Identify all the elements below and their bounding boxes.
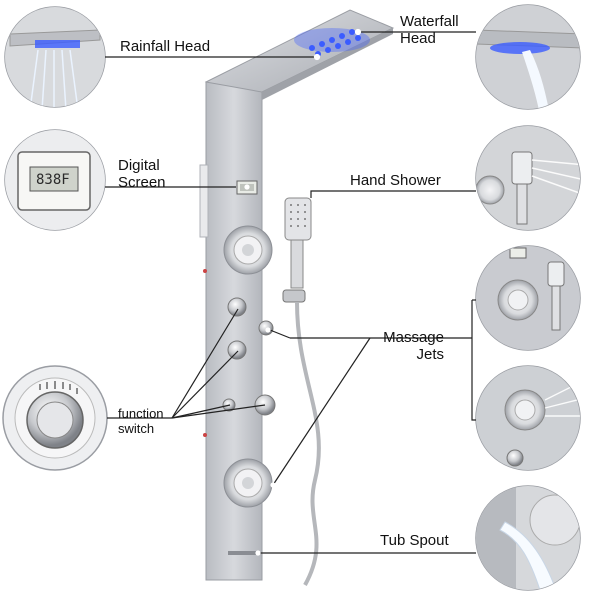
rainfall-led-array [294,28,370,57]
label-rainfall-head: Rainfall Head [120,38,211,55]
function-switch-detail [2,365,108,471]
hand-shower-detail [475,125,581,231]
leader-lines [105,28,476,556]
massage-jet-detail-2 [475,365,581,471]
rainfall-detail [4,6,106,108]
digital-screen-detail [4,129,106,231]
label-hand-shower: Hand Shower [350,172,441,189]
hand-shower-assembly [282,197,321,586]
shower-panel [199,9,395,581]
tub-spout-detail [475,485,581,591]
label-waterfall-head: Waterfall Head [400,13,459,47]
waterfall-detail [475,4,581,110]
massage-jet-detail-1 [475,245,581,351]
label-function-switch: function switch [118,406,164,436]
label-digital-screen: Digital Screen [118,157,166,191]
label-tub-spout: Tub Spout [380,532,449,549]
label-massage-jets: Massage Jets [383,329,444,363]
screen-reading: 838F [36,172,70,188]
